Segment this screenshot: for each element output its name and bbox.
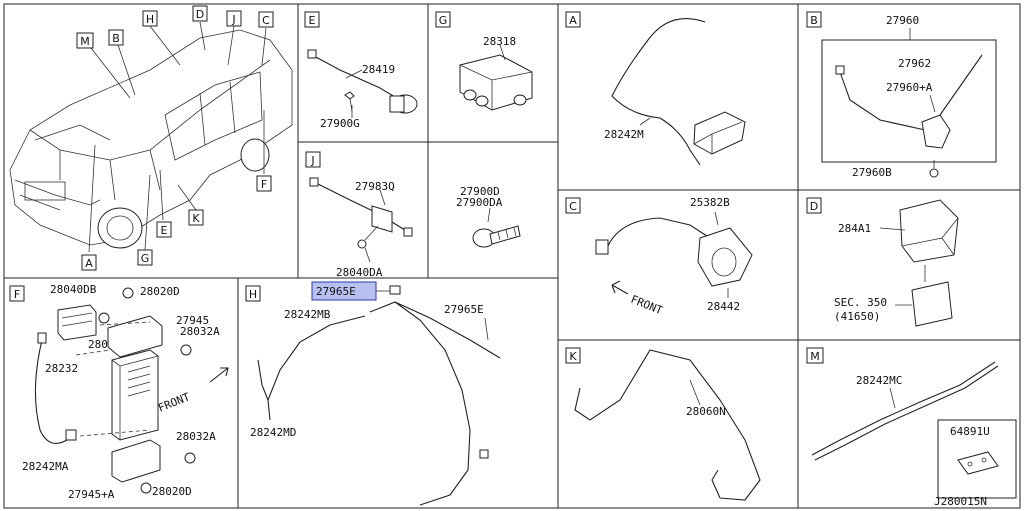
vehicle-overview xyxy=(9,29,293,249)
part-28242MB: 28242MB xyxy=(284,308,331,321)
part-27962: 27962 xyxy=(898,57,931,70)
panel-grid xyxy=(3,3,1021,509)
part-27983Q: 27983Q xyxy=(355,180,395,193)
part-41650: (41650) xyxy=(834,310,880,323)
svg-text:E: E xyxy=(161,224,168,237)
svg-text:J: J xyxy=(310,154,314,167)
svg-text:J: J xyxy=(231,13,235,26)
vehicle-callout-K: K xyxy=(188,209,204,226)
part-28020D-bottom: 28020D xyxy=(152,485,192,498)
part-27960+A: 27960+A xyxy=(886,81,933,94)
vehicle-callout-H: H xyxy=(142,10,158,27)
svg-text:D: D xyxy=(810,200,818,213)
svg-text:C: C xyxy=(262,14,270,27)
vehicle-callout-E: E xyxy=(156,221,172,238)
part-28060N: 28060N xyxy=(686,405,726,418)
panel-bolt: 27900D 27900DA xyxy=(456,185,521,248)
panel-J: J 27983Q 28040DA xyxy=(305,151,413,279)
panel-A: A 28242M xyxy=(565,11,746,166)
panel-D: D 284A1 SEC. 350 (41650) xyxy=(806,197,959,327)
svg-text:F: F xyxy=(261,178,267,191)
svg-text:A: A xyxy=(569,14,577,27)
part-284A1: 284A1 xyxy=(838,222,871,235)
part-28232: 28232 xyxy=(45,362,78,375)
part-28242MA: 28242MA xyxy=(22,460,69,473)
part-28040DA: 28040DA xyxy=(336,266,383,279)
vehicle-callout-B: B xyxy=(108,29,124,46)
svg-text:A: A xyxy=(85,257,93,270)
panel-G: G 28318 xyxy=(435,11,533,111)
vehicle-callout-A: A xyxy=(81,254,97,271)
panel-E: E 28419 27900G xyxy=(304,11,418,130)
part-27900D: 27900D xyxy=(460,185,500,198)
part-27900DA: 27900DA xyxy=(456,196,503,209)
svg-text:H: H xyxy=(146,13,154,26)
svg-text:B: B xyxy=(112,32,120,45)
svg-text:B: B xyxy=(810,14,818,27)
front-label-C: FRONT xyxy=(629,293,665,318)
part-28032A-bottom: 28032A xyxy=(176,430,216,443)
panel-F: F 28040DB 28020D 27945 28032A 28051 2823… xyxy=(9,283,229,501)
svg-text:H: H xyxy=(249,288,257,301)
part-27945: 27945 xyxy=(176,314,209,327)
part-27900G: 27900G xyxy=(320,117,360,130)
panel-C: C 25382B 28442 FRONT xyxy=(565,196,753,318)
part-SEC350: SEC. 350 xyxy=(834,296,887,309)
svg-text:E: E xyxy=(309,14,316,27)
svg-text:K: K xyxy=(192,212,200,225)
part-28040DB: 28040DB xyxy=(50,283,97,296)
panel-B: B 27960 27962 27960+A 27960B xyxy=(806,11,997,179)
part-28419: 28419 xyxy=(362,63,395,76)
vehicle-callout-J: J xyxy=(226,10,242,27)
vehicle-callout-C: C xyxy=(258,11,274,28)
part-28242M: 28242M xyxy=(604,128,644,141)
part-27960: 27960 xyxy=(886,14,919,27)
vehicle-callout-F: F xyxy=(256,175,272,192)
vehicle-callout-D: D xyxy=(192,5,208,22)
part-28242MC: 28242MC xyxy=(856,374,902,387)
part-27965E: 27965E xyxy=(444,303,484,316)
part-25382B: 25382B xyxy=(690,196,730,209)
part-64891U: 64891U xyxy=(950,425,990,438)
part-28242MD: 28242MD xyxy=(250,426,296,439)
svg-text:D: D xyxy=(196,8,204,21)
part-27960B: 27960B xyxy=(852,166,892,179)
svg-text:K: K xyxy=(569,350,577,363)
part-28442: 28442 xyxy=(707,300,740,313)
vehicle-callout-G: G xyxy=(137,249,153,266)
panel-M: M 28242MC 64891U J280015N xyxy=(806,347,1017,508)
svg-text:G: G xyxy=(439,14,448,27)
svg-text:M: M xyxy=(80,35,90,48)
part-27945+A: 27945+A xyxy=(68,488,115,501)
diagram-id: J280015N xyxy=(934,495,987,508)
part-28318: 28318 xyxy=(483,35,516,48)
svg-text:F: F xyxy=(14,288,20,301)
part-28020D-top: 28020D xyxy=(140,285,180,298)
panel-K: K 28060N xyxy=(565,347,761,501)
part-27965E-highlight: 27965E xyxy=(316,285,356,298)
svg-text:M: M xyxy=(810,350,820,363)
panel-H: H 27965E 28242MB 27965E 28242MD xyxy=(245,281,501,506)
svg-text:G: G xyxy=(141,252,150,265)
vehicle-leaders xyxy=(88,21,267,253)
vehicle-callout-M: M xyxy=(76,32,94,49)
front-label-F: FRONT xyxy=(156,390,192,415)
svg-text:C: C xyxy=(569,200,577,213)
part-28032A-top: 28032A xyxy=(180,325,220,338)
